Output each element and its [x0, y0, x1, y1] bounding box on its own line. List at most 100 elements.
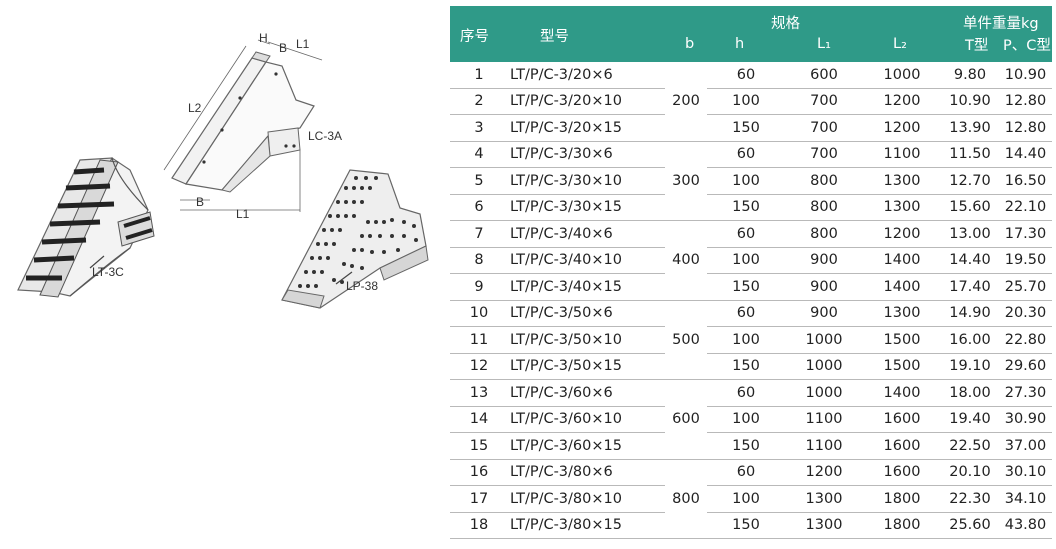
cell-weight-t: 19.40 [941, 406, 999, 433]
cell-model: LT/P/C-3/80×10 [508, 485, 665, 513]
cell-no: 12 [450, 353, 508, 380]
cell-l2: 1400 [863, 247, 941, 274]
cell-no: 17 [450, 485, 508, 513]
lp-38-label: LP-38 [346, 279, 378, 293]
cell-l2: 1200 [863, 220, 941, 248]
cell-l1: 900 [785, 300, 863, 327]
cell-weight-pc: 20.30 [999, 300, 1052, 327]
cell-l2: 1600 [863, 459, 941, 486]
dim-b-top-label: B [279, 41, 287, 55]
cell-weight-pc: 19.50 [999, 247, 1052, 274]
cell-weight-pc: 34.10 [999, 485, 1052, 513]
product-illustration: LT-3C H B L1 L2 B L1 LC-3A [0, 0, 440, 549]
cell-model: LT/P/C-3/50×6 [508, 300, 665, 327]
lc-3a-channel-tee: H B L1 L2 B L1 LC-3A [163, 31, 342, 221]
cell-weight-t: 22.30 [941, 485, 999, 513]
table-header: 序号 型号 b h 规格 L₁ L₂ 单件重量kg T型 P、C型 [450, 6, 1052, 62]
cell-no: 16 [450, 459, 508, 486]
cell-model: LT/P/C-3/40×6 [508, 220, 665, 248]
cell-weight-t: 13.90 [941, 114, 999, 142]
cell-no: 5 [450, 167, 508, 195]
cell-l2: 1500 [863, 326, 941, 354]
cell-model: LT/P/C-3/80×15 [508, 512, 665, 539]
cell-h: 150 [707, 273, 785, 301]
cell-no: 11 [450, 326, 508, 354]
cell-weight-pc: 27.30 [999, 379, 1052, 407]
cell-no: 7 [450, 220, 508, 248]
dim-h-label: H [259, 31, 268, 45]
header-h: h [735, 36, 745, 52]
cell-weight-pc: 29.60 [999, 353, 1052, 380]
cell-model: LT/P/C-3/80×6 [508, 459, 665, 486]
cell-l1: 700 [785, 88, 863, 115]
cell-weight-pc: 30.10 [999, 459, 1052, 486]
cell-no: 14 [450, 406, 508, 433]
cell-weight-pc: 12.80 [999, 88, 1052, 115]
cell-model: LT/P/C-3/30×6 [508, 141, 665, 168]
cell-h: 100 [707, 167, 785, 195]
cell-h: 100 [707, 485, 785, 513]
dim-b-bottom-label: B [196, 195, 204, 209]
cell-no: 6 [450, 194, 508, 221]
cell-model: LT/P/C-3/60×10 [508, 406, 665, 433]
cell-model: LT/P/C-3/50×15 [508, 353, 665, 380]
cell-no: 9 [450, 273, 508, 301]
cell-weight-pc: 16.50 [999, 167, 1052, 195]
cell-weight-t: 22.50 [941, 432, 999, 460]
cell-weight-t: 20.10 [941, 459, 999, 486]
cell-l1: 1000 [785, 379, 863, 407]
lc-3a-label: LC-3A [308, 129, 342, 143]
cell-b: 200 [665, 62, 707, 142]
cell-l1: 1200 [785, 459, 863, 486]
cell-l2: 1000 [863, 62, 941, 89]
cell-weight-t: 15.60 [941, 194, 999, 221]
cell-h: 150 [707, 114, 785, 142]
cell-l2: 1100 [863, 141, 941, 168]
cell-weight-pc: 10.90 [999, 62, 1052, 89]
cell-l1: 1000 [785, 326, 863, 354]
cell-l1: 1000 [785, 353, 863, 380]
cell-l1: 700 [785, 141, 863, 168]
cell-model: LT/P/C-3/60×15 [508, 432, 665, 460]
cell-l1: 1300 [785, 512, 863, 539]
cell-weight-t: 11.50 [941, 141, 999, 168]
cell-no: 2 [450, 88, 508, 115]
cell-b: 500 [665, 300, 707, 380]
lt-3c-ladder-tee: LT-3C [17, 157, 155, 298]
cell-h: 100 [707, 88, 785, 115]
cell-weight-pc: 22.80 [999, 326, 1052, 354]
cell-weight-t: 18.00 [941, 379, 999, 407]
cell-weight-pc: 12.80 [999, 114, 1052, 142]
cell-l2: 1600 [863, 432, 941, 460]
header-pc-type: P、C型 [1003, 38, 1051, 54]
cell-no: 1 [450, 62, 508, 89]
cell-model: LT/P/C-3/20×6 [508, 62, 665, 89]
cell-l2: 1300 [863, 300, 941, 327]
dim-l2-label: L2 [188, 101, 202, 115]
cell-no: 18 [450, 512, 508, 539]
cell-model: LT/P/C-3/60×6 [508, 379, 665, 407]
cell-h: 150 [707, 512, 785, 539]
cell-weight-pc: 30.90 [999, 406, 1052, 433]
header-spec: 规格 [771, 16, 800, 32]
cell-weight-t: 14.40 [941, 247, 999, 274]
cell-l2: 1300 [863, 167, 941, 195]
cell-weight-pc: 22.10 [999, 194, 1052, 221]
cell-model: LT/P/C-3/20×15 [508, 114, 665, 142]
cell-model: LT/P/C-3/40×15 [508, 273, 665, 301]
cell-weight-pc: 43.80 [999, 512, 1052, 539]
cell-model: LT/P/C-3/20×10 [508, 88, 665, 115]
cell-h: 60 [707, 459, 785, 486]
